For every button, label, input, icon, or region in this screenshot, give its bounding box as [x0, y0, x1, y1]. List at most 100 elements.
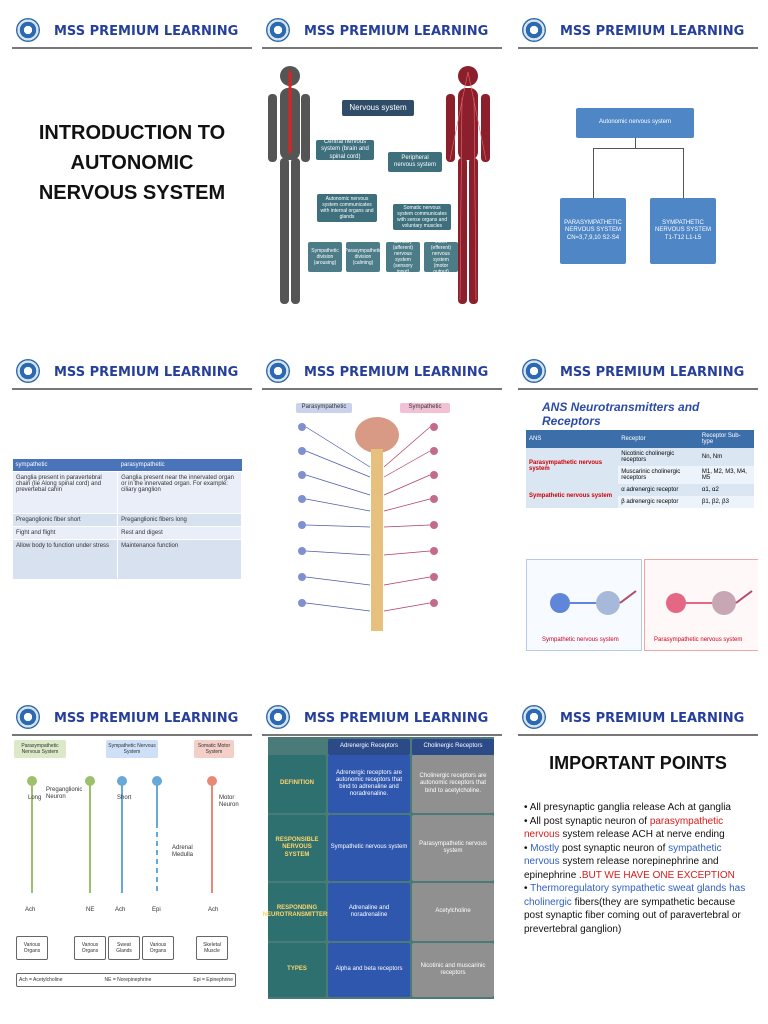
sympathetic-division: Sympathetic division (arousing)	[308, 242, 342, 272]
parasympathetic-label: Parasympathetic	[296, 403, 352, 413]
logo	[266, 359, 290, 383]
h-ans: ANS	[529, 436, 542, 442]
organs-diagram	[298, 417, 438, 631]
cell-responsible-a: Sympathetic nervous system	[328, 815, 410, 881]
autonomic-box: Autonomic nervous system communicates wi…	[317, 194, 377, 222]
short-label: Short	[117, 795, 132, 801]
table-cell: Maintenance function	[117, 539, 242, 580]
organs-box: Various Organs	[142, 936, 174, 960]
brand: MSS PREMIUM LEARNING	[560, 24, 745, 39]
table-cell: Preganglionic fibers long	[117, 513, 242, 527]
organs-box: Various Organs	[74, 936, 106, 960]
table-cell: Ganglia present in paravertebral chain (…	[11, 471, 119, 514]
logo	[522, 359, 546, 383]
epi-label: Epi	[152, 907, 161, 913]
slide-adrenergic-cholinergic: MSS PREMIUM LEARNING Adrenergic Receptor…	[262, 695, 502, 1011]
receptor-cell: Nicotinic cholinergic receptors	[621, 451, 675, 463]
somatic-path-title: Somatic Motor System	[194, 740, 234, 758]
cell-responsible-b: Parasympathetic nervous system	[412, 815, 494, 881]
points-list: • All presynaptic ganglia release Ach at…	[524, 801, 752, 936]
logo	[522, 705, 546, 729]
receptors-table: ANS Receptor Receptor Sub-type Parasympath…	[526, 430, 754, 508]
row-types: TYPES	[268, 943, 326, 997]
cell-neuro-a: Adrenaline and noradrenaline	[328, 883, 410, 941]
table-cell: Fight and flight	[11, 526, 119, 540]
logo	[16, 705, 40, 729]
para-caption: Parasympathetic nervous system	[654, 637, 743, 643]
table-cell: Preganglionic fiber short	[11, 513, 119, 527]
table-cell: Ganglia present near the innervated orga…	[117, 471, 242, 514]
cell-neuro-b: Acetylcholine	[412, 883, 494, 941]
cell-types-b: Nicotinic and muscarinic receptors	[412, 943, 494, 997]
parasympathetic-division: Parasympathetic division (calming)	[344, 242, 382, 272]
table-cell: Rest and digest	[117, 526, 242, 540]
sympathetic-label: Sympathetic	[400, 403, 450, 413]
ans-top-box: Autonomic nervous system	[576, 108, 694, 138]
motor-system: Motor (efferent) nervous system (motor o…	[424, 239, 458, 275]
cell-definition-a: Adrenergic receptors are autonomic recep…	[328, 755, 410, 813]
brand: MSS PREMIUM LEARNING	[304, 24, 489, 39]
parasympathetic-box: PARASYMPATHETIC NERVOUS SYSTEM CN=3,7,9,…	[560, 198, 626, 264]
point-1: • All presynaptic ganglia release Ach at…	[524, 802, 731, 813]
logo	[522, 18, 546, 42]
legend: Ach = Acetylcholine NE = Norepinephrine Ep…	[16, 973, 236, 987]
ach2-label: Ach	[115, 907, 126, 913]
para-ans: Parasympathetic nervous system	[529, 460, 603, 472]
h-subtype: Receptor Sub-type	[701, 433, 741, 445]
logo	[266, 18, 290, 42]
subtype-cell: Nn, Nm	[701, 454, 723, 460]
h-cholinergic: Cholinergic Receptors	[412, 739, 494, 755]
col-sympathetic: sympathetic	[12, 459, 118, 472]
organs-box: Various Organs	[16, 936, 48, 960]
points-title: IMPORTANT POINTS	[549, 753, 727, 773]
brand: MSS PREMIUM LEARNING	[54, 24, 239, 39]
legend-epi: Epi = Epinephrine	[193, 977, 233, 983]
slide-ans-divisions: MSS PREMIUM LEARNING Autonomic nervous s…	[518, 8, 758, 324]
receptor-cell: Muscarinic cholinergic receptors	[621, 469, 681, 481]
receptor-cell: α adrenergic receptor	[621, 487, 679, 493]
central-box: Central nervous system (brain and spinal…	[316, 139, 374, 160]
receptor-cell: β adrenergic receptor	[621, 499, 679, 505]
brand: MSS PREMIUM LEARNING	[560, 365, 745, 380]
subtype-cell: β1, β2, β3	[701, 499, 729, 505]
peripheral-box: Peripheral nervous system	[388, 152, 442, 172]
para-image	[644, 559, 758, 651]
point-2: • All post synaptic neuron of parasympat…	[524, 815, 725, 841]
cell-definition-b: Cholinergic receptors are autonomic rece…	[412, 755, 494, 813]
sensory-system: Sensory (afferent) nervous system (senso…	[386, 239, 420, 275]
slide-organs: MSS PREMIUM LEARNING Parasympathetic Sym…	[262, 349, 502, 665]
brand: MSS PREMIUM LEARNING	[304, 365, 489, 380]
para-path-title: Parasympathetic Nervous System	[14, 740, 66, 758]
synapse-illustration	[550, 590, 753, 615]
motor-label: Motor Neuron	[219, 795, 239, 808]
point-3: • Mostly post synaptic neuron of sympath…	[524, 842, 735, 881]
adrenal-label: Adrenal Medulla	[172, 845, 194, 858]
col-parasympathetic: parasympathetic	[117, 459, 242, 472]
ach3-label: Ach	[208, 907, 219, 913]
logo	[16, 18, 40, 42]
pathway-diagram	[27, 776, 217, 893]
legend-ach: Ach = Acetylcholine	[19, 977, 63, 983]
legend-ne: NE = Norepinephrine	[104, 977, 152, 983]
anatomy-illustration	[264, 57, 500, 306]
h-receptor: Receptor	[621, 436, 646, 442]
slide-title: INTRODUCTION TO AUTONOMIC NERVOUS SYSTEM	[38, 122, 226, 204]
skeletal-box: Skeletal Muscle	[196, 936, 228, 960]
symp-ans: Sympathetic nervous system	[529, 493, 613, 499]
brand: MSS PREMIUM LEARNING	[54, 365, 239, 380]
nervous-system-box: Nervous system	[342, 100, 414, 116]
subtype-cell: α1, α2	[701, 487, 719, 493]
slide-receptors: MSS PREMIUM LEARNING ANS Neurotransmitte…	[518, 349, 758, 665]
slide-pathways: MSS PREMIUM LEARNING Parasympathetic Ner…	[12, 695, 252, 1011]
sweat-box: Sweat Glands	[108, 936, 140, 960]
symp-caption: Sympathetic nervous system	[542, 637, 619, 643]
sympathetic-box: SYMPATHETIC NERVOUS SYSTEM T1-T12 L1-L5	[650, 198, 716, 264]
symp-path-title: Sympathetic Nervous System	[106, 740, 158, 758]
logo	[16, 359, 40, 383]
pre-label: Preganglionic Neuron	[46, 787, 83, 800]
receptors-title: ANS Neurotransmitters and Receptors	[542, 400, 700, 428]
long-label: Long	[28, 795, 42, 801]
table-cell: Allow body to function under stress	[11, 539, 119, 580]
brand: MSS PREMIUM LEARNING	[54, 711, 239, 726]
